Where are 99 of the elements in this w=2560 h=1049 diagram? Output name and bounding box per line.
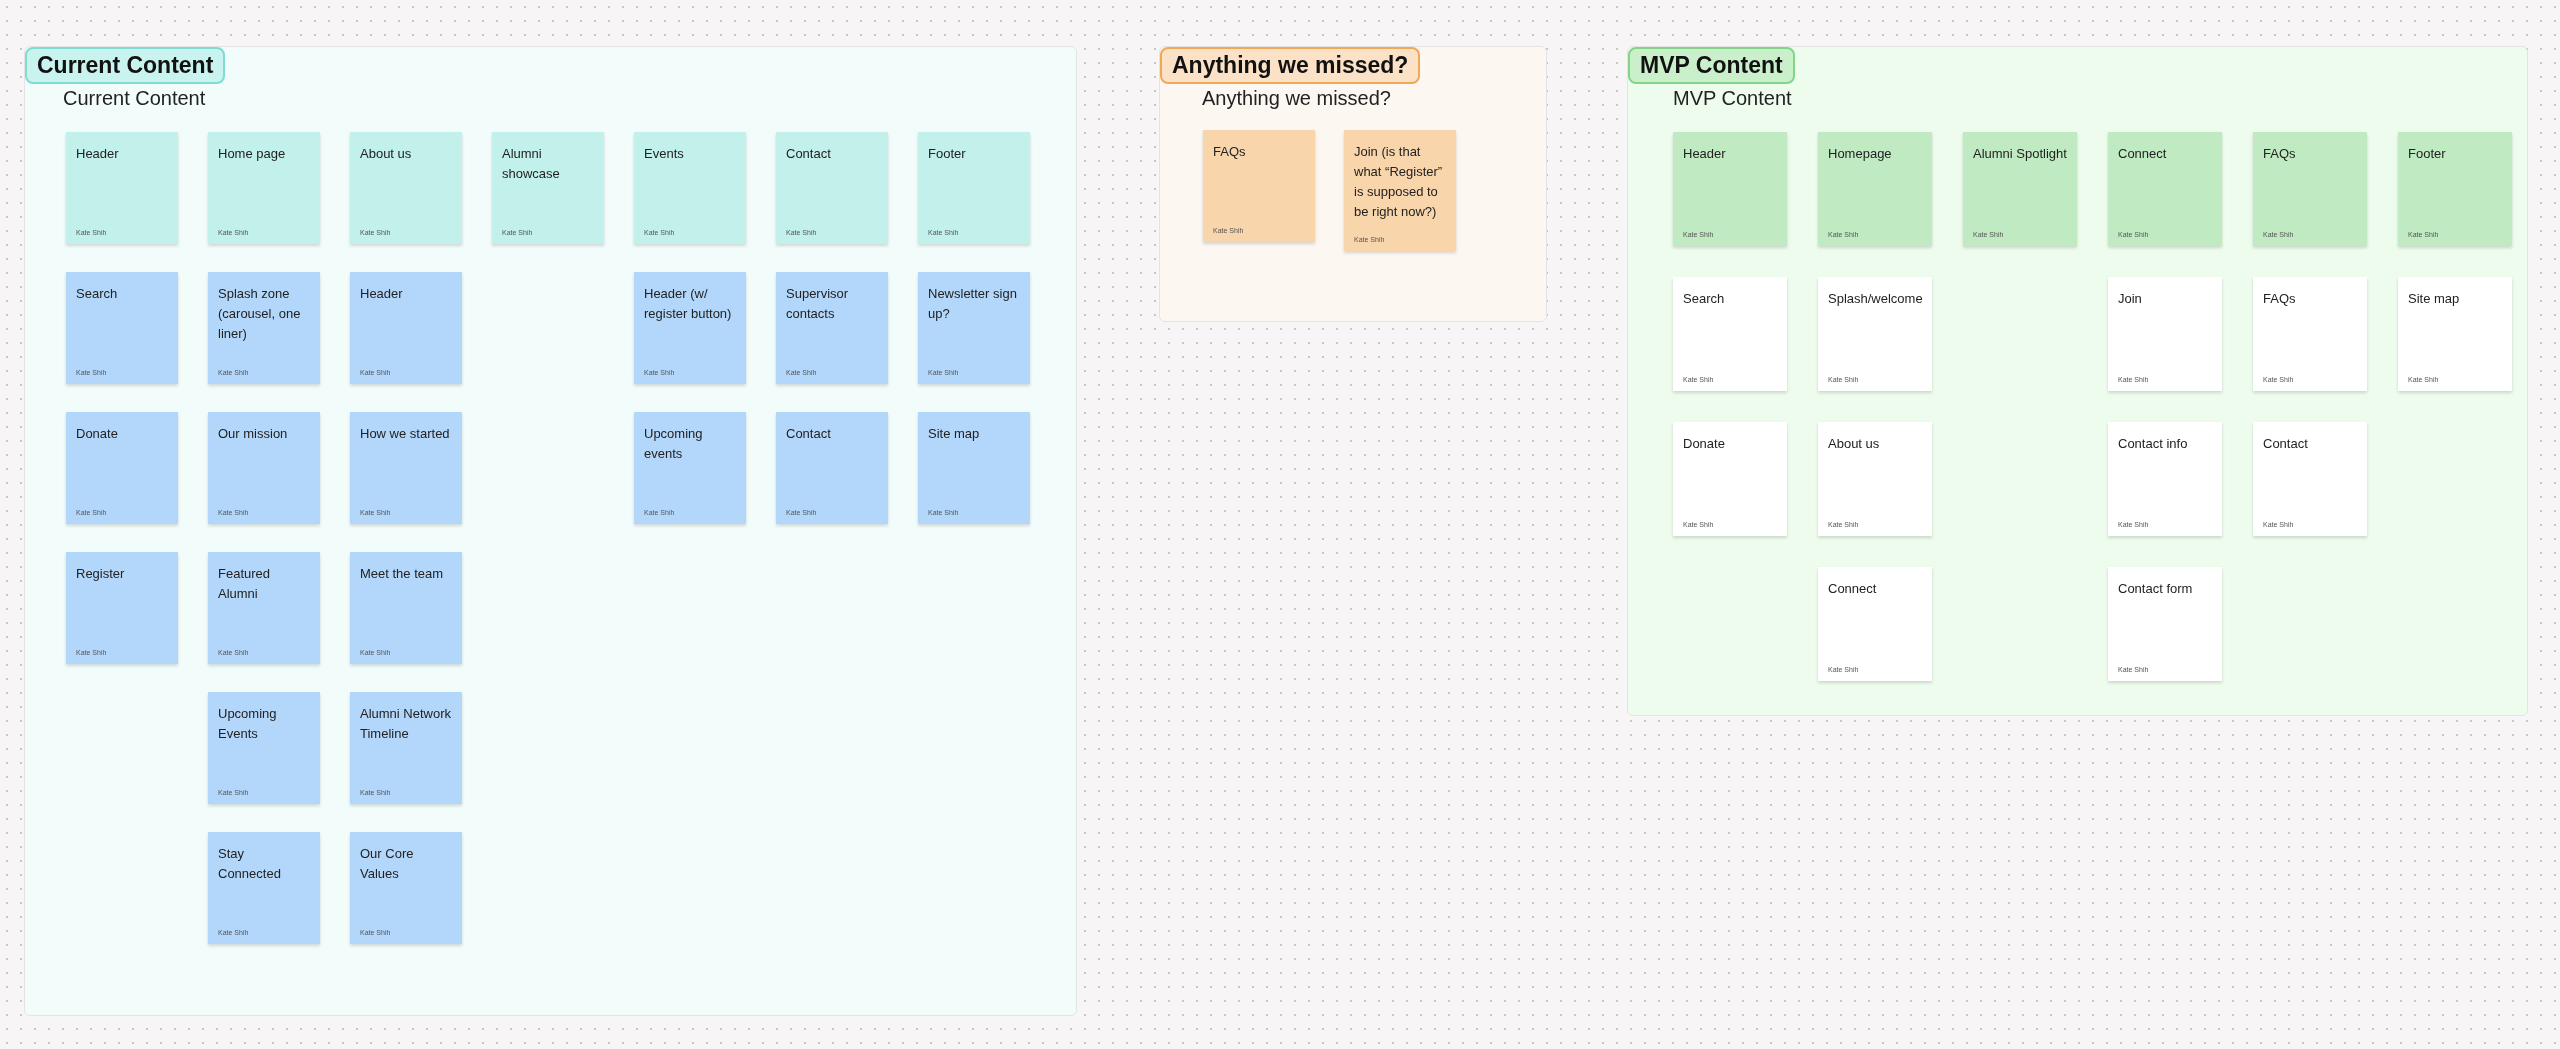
note-text: About us [1828,435,1881,453]
sticky-note [66,272,178,384]
sticky-note [918,272,1030,384]
sticky-note [1818,567,1932,681]
note-text: Splash zone (carousel, one liner) [218,285,302,343]
section-tab-label: MVP Content [1628,47,1795,84]
note-text: Events [644,145,685,163]
sticky-note [2398,277,2512,391]
note-text: Our mission [218,425,289,443]
note-text: Stay Connected [218,845,282,883]
sticky-note [208,412,320,524]
note-text: FAQs [2263,145,2297,163]
note-text: Footer [2408,145,2447,163]
sticky-note [918,412,1030,524]
note-text: About us [360,145,413,163]
note-text: Register [76,565,126,583]
note-text: Header [360,285,404,303]
sticky-note [66,552,178,664]
sticky-note [208,832,320,944]
sticky-note [2253,422,2367,536]
note-text: Site map [928,425,981,443]
note-text: Join (is that what “Register” is supposed to be right now?) [1354,143,1444,221]
section-tab-label: Anything we missed? [1160,47,1421,84]
note-text: FAQs [2263,290,2297,308]
sticky-note [2108,567,2222,681]
section-frame [24,46,1077,1016]
sticky-note [208,552,320,664]
note-text: Contact info [2118,435,2189,453]
note-text: Upcoming Events [218,705,278,743]
note-text: Contact form [2118,580,2194,598]
note-text: Header [1683,145,1727,163]
section-tab-label: Current Content [25,47,226,84]
note-text: Supervisor contacts [786,285,850,323]
sticky-note [350,832,462,944]
sticky-note [1203,130,1315,242]
sticky-note [492,132,604,244]
sticky-note [350,272,462,384]
note-text: Newsletter sign up? [928,285,1018,323]
note-text: Home page [218,145,287,163]
note-text: Header [76,145,120,163]
sticky-note [1673,277,1787,391]
note-text: Contact [786,425,832,443]
sticky-note [350,412,462,524]
sticky-note [2253,277,2367,391]
note-text: Meet the team [360,565,445,583]
note-text: Search [1683,290,1726,308]
sticky-note [2108,277,2222,391]
sticky-note [634,412,746,524]
sticky-note [1344,130,1456,251]
sticky-note [634,132,746,244]
note-text: Splash/welcome [1828,290,1922,308]
sticky-note [66,132,178,244]
note-text: Connect [2118,145,2168,163]
section-title: MVP Content [1673,87,1792,110]
note-text: Site map [2408,290,2461,308]
note-text: Alumni showcase [502,145,561,183]
section-frame [1159,46,1547,322]
note-text: Upcoming events [644,425,704,463]
sticky-note [776,272,888,384]
sticky-note [1963,132,2077,246]
note-text: How we started [360,425,451,443]
sticky-note [350,692,462,804]
sticky-note [1673,132,1787,246]
sticky-note [1818,422,1932,536]
note-text: Footer [928,145,967,163]
sticky-note [776,132,888,244]
sticky-note [1673,422,1787,536]
note-text: Search [76,285,119,303]
sticky-note [66,412,178,524]
note-text: Alumni Spotlight [1973,145,2067,163]
note-text: Join [2118,290,2143,308]
note-text: Contact [786,145,832,163]
sticky-note [208,692,320,804]
sticky-note [918,132,1030,244]
note-text: Connect [1828,580,1878,598]
note-text: Our Core Values [360,845,415,883]
sticky-note [208,132,320,244]
note-text: Alumni Network Timeline [360,705,452,743]
sticky-note [1818,132,1932,246]
note-text: Donate [76,425,119,443]
sticky-note [634,272,746,384]
note-text: Homepage [1828,145,1893,163]
sticky-note [2253,132,2367,246]
section-title: Anything we missed? [1202,87,1391,110]
note-text: Contact [2263,435,2309,453]
sticky-note [2398,132,2512,246]
section-title: Current Content [63,87,206,110]
section-frame [1627,46,2528,716]
note-text: Donate [1683,435,1726,453]
sticky-note [350,132,462,244]
sticky-note [350,552,462,664]
note-text: Header (w/ register button) [644,285,733,323]
note-text: FAQs [1213,143,1247,161]
note-text: Featured Alumni [218,565,272,603]
sticky-note [2108,132,2222,246]
sticky-note [1818,277,1932,391]
sticky-note [776,412,888,524]
sticky-note [208,272,320,384]
sticky-note [2108,422,2222,536]
